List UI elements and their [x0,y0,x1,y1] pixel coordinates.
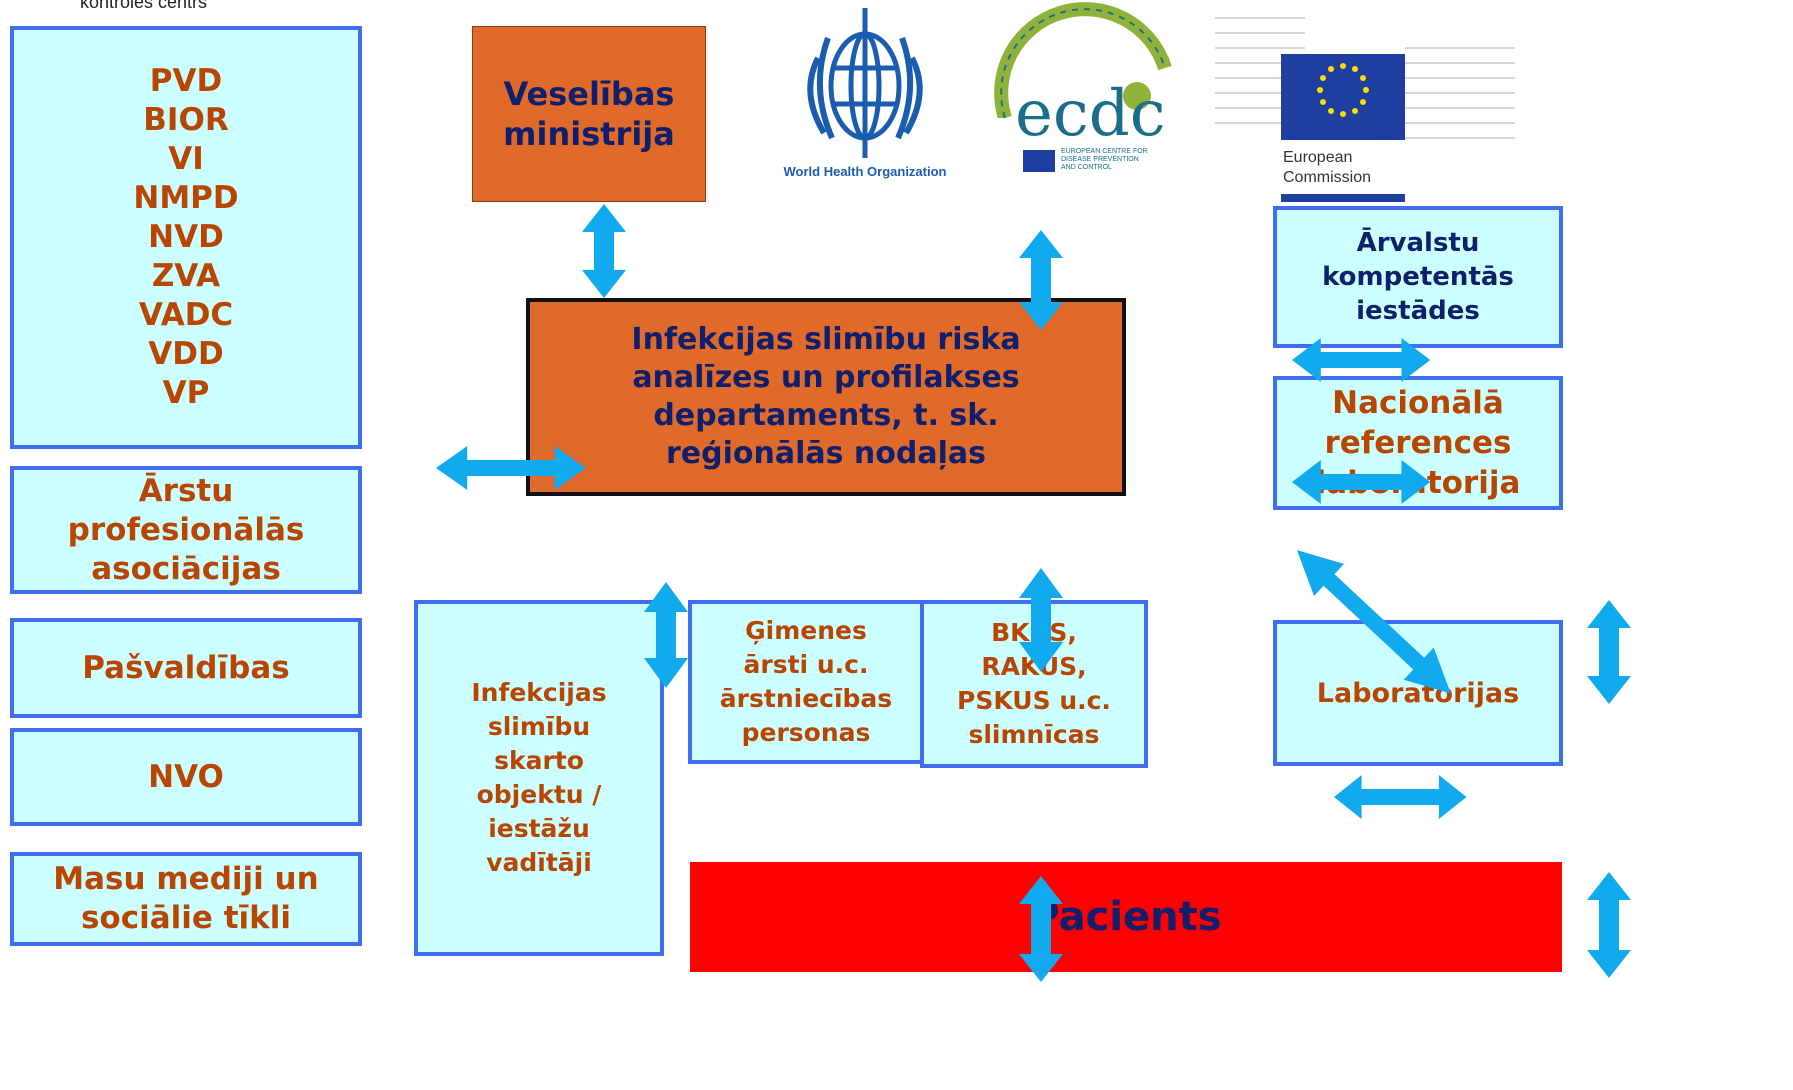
agency-item: PVD [149,63,223,99]
arrow-central-facility [644,582,688,688]
central-line: departaments, t. sk. [653,398,999,433]
facility-line: Infekcijas [471,678,607,707]
arrow-reflab-labs [1587,600,1631,704]
arrow-who-central [1019,230,1063,330]
arrow-hospitals-labs [1334,775,1467,819]
ec-text-line: European [1283,149,1353,166]
ecdc-text-line: EUROPEAN CENTRE FOR [1061,148,1148,155]
media-line: Masu mediji un [53,861,319,897]
reference-lab-line: references [1324,425,1512,461]
ec-text: European Commission [1283,148,1371,188]
agency-item: NMPD [133,180,239,216]
who-emblem-icon [807,8,923,158]
hospitals-line: slimnīcas [968,720,1100,749]
ngo-box: NVO [10,728,362,826]
reference-lab-line: Nacionālā [1332,385,1504,421]
family-line: ārstniecības [719,684,893,713]
associations-line: profesionālās [67,511,305,548]
family-line: Ģimenes [745,616,867,645]
family-line: ārsti u.c. [743,650,869,679]
agencies-box: PVD BIOR VI NMPD NVD ZVA VADC VDD VP [10,26,362,449]
foreign-line: Ārvalstu [1356,228,1480,258]
arrow-labs-patient [1587,872,1631,978]
top-caption: kontroles centrs [80,0,208,12]
ngo-label: NVO [148,759,224,795]
facility-line: slimību [487,712,591,741]
arrow-central-foreign [1292,338,1431,382]
facility-line: skarto [494,746,584,775]
municipalities-box: Pašvaldības [10,618,362,718]
eu-flag-icon [1023,150,1055,172]
arrow-ministry-central [582,204,626,298]
arrow-doctors-patient [1019,876,1063,982]
agency-item: VADC [138,297,234,333]
central-department-box: Infekcijas slimību riska analīzes un pro… [526,298,1126,496]
agency-item: VDD [148,336,224,372]
central-line: Infekcijas slimību riska [631,322,1021,357]
european-commission-logo: European Commission [1215,0,1515,204]
family-doctors-box: Ģimenes ārsti u.c. ārstniecības personas [688,600,924,764]
ec-text-line: Commission [1283,169,1372,186]
patient-label: Pacients [1030,894,1222,940]
foreign-authorities-box: Ārvalstu kompetentās iestādes [1273,206,1563,348]
facility-heads-box: Infekcijas slimību skarto objektu / iest… [414,600,664,956]
associations-line: asociācijas [91,550,281,587]
ecdc-text: EUROPEAN CENTRE FOR DISEASE PREVENTION A… [1061,148,1148,172]
foreign-line: kompetentās [1322,262,1514,292]
agency-item: NVD [148,219,224,255]
hospitals-line: PSKUS u.c. [957,686,1111,715]
central-line: reģionālās nodaļas [665,436,986,471]
who-logo: World Health Organization [770,0,960,188]
agency-item: VI [168,141,204,177]
facility-line: iestāžu [488,814,590,843]
ministry-line: Veselības [503,75,675,113]
arrow-central-doctors [1019,568,1063,672]
associations-line: Ārstu [138,472,234,509]
ecdc-text-line: AND CONTROL [1061,164,1112,171]
ecdc-text-line: DISEASE PREVENTION [1061,156,1139,163]
agency-item: VP [162,375,210,411]
arrow-central-labs [1281,534,1466,710]
facility-line: objektu / [476,780,602,809]
who-text: World Health Organization [783,164,947,179]
foreign-line: iestādes [1356,296,1480,326]
family-line: personas [741,718,871,747]
media-box: Masu mediji un sociālie tīkli [10,852,362,946]
central-line: analīzes un profilakses [632,360,1020,395]
municipalities-label: Pašvaldības [82,650,290,686]
agencies-list: PVD BIOR VI NMPD NVD ZVA VADC VDD VP [133,62,238,413]
ecdc-logo: ecdc EUROPEAN CENTRE FOR DISEASE PREVENT… [985,0,1185,188]
ecdc-mark: ecdc [1015,77,1166,151]
ministry-box: Veselības ministrija [472,26,706,202]
berlaymont-building-icon [1215,17,1515,202]
facility-line: vadītāji [486,848,592,877]
agency-item: BIOR [143,102,229,138]
laboratories-box: Laboratorijas [1273,620,1563,766]
associations-box: Ārstu profesionālās asociācijas [10,466,362,594]
media-line: sociālie tīkli [80,900,292,936]
patient-box: Pacients [690,862,1562,972]
ecdc-globe-icon [994,2,1172,121]
ministry-line: ministrija [503,115,675,153]
arrow-central-reflab [1292,460,1431,504]
agency-item: ZVA [151,258,221,294]
arrow-agencies-central [436,446,586,490]
